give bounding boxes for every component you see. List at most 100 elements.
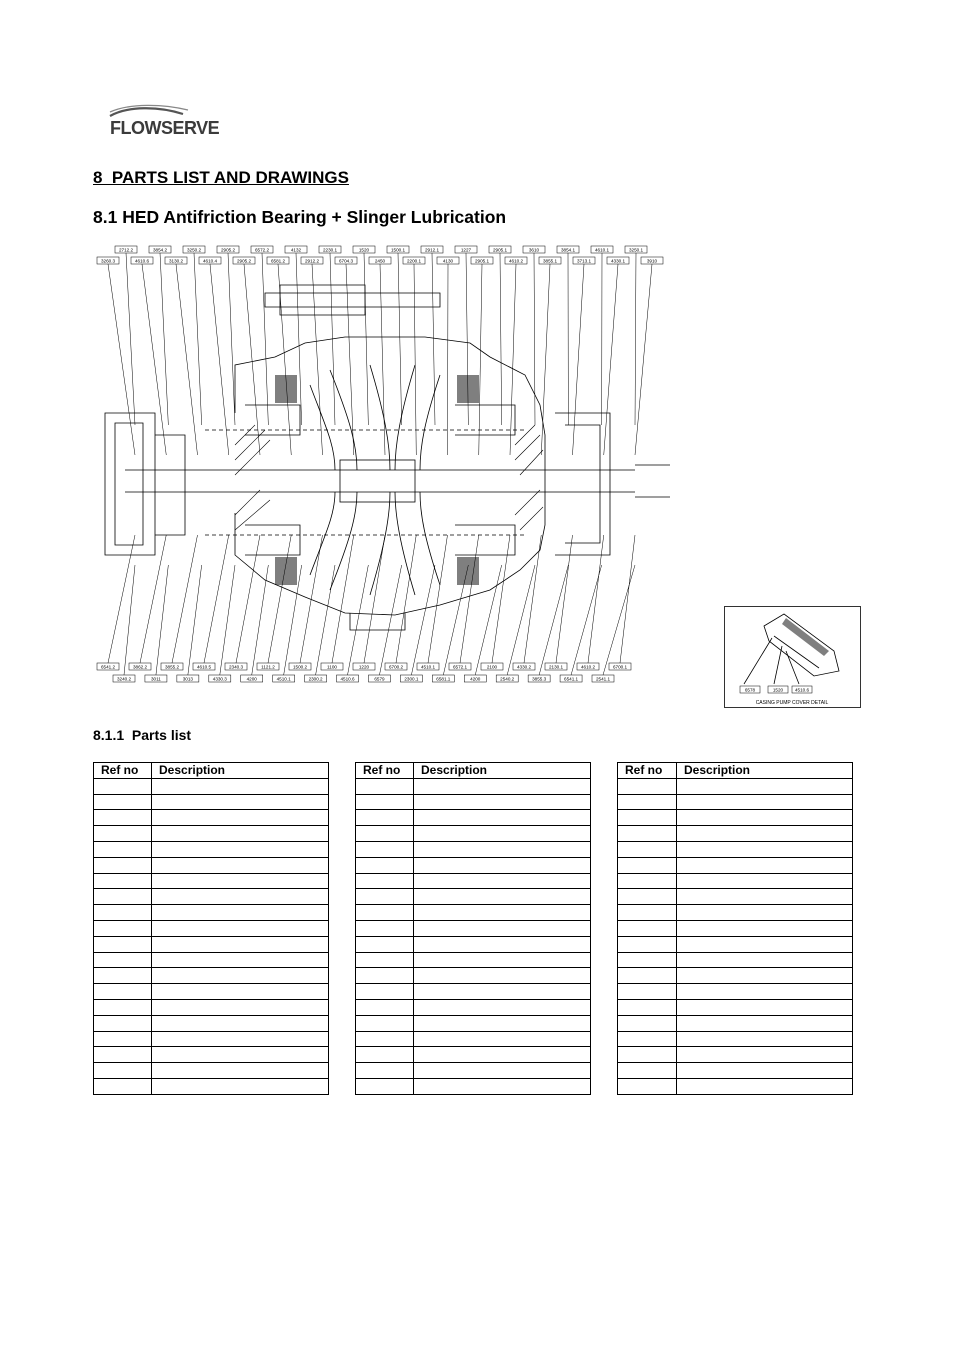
leader-line <box>533 252 536 426</box>
callout-label: 4330.2 <box>517 665 531 670</box>
description-cell <box>676 919 853 937</box>
ref-no-cell <box>355 983 414 1000</box>
table-row <box>93 1014 329 1032</box>
leader-line <box>509 263 517 456</box>
ref-no-cell <box>355 856 414 874</box>
description-cell <box>413 1046 591 1064</box>
table-row <box>355 777 591 795</box>
leader-line <box>347 564 369 676</box>
ref-no-cell <box>93 919 152 937</box>
callout-label: 6572.2 <box>255 248 269 253</box>
description-cell <box>413 856 591 874</box>
ref-no-cell <box>355 951 414 969</box>
description-cell <box>413 1030 591 1048</box>
callout-label: 2300.2 <box>309 677 323 682</box>
leader-line <box>315 564 336 676</box>
ref-no-cell <box>355 935 414 953</box>
callout-label: 2300.1 <box>404 677 418 682</box>
leader-line <box>555 534 573 664</box>
detail-callout-label: 1520 <box>773 688 784 693</box>
callout-label: 2130.1 <box>549 665 563 670</box>
callout-label: 4610.2 <box>581 665 595 670</box>
callout-label: 2905.2 <box>237 259 251 264</box>
callout-label: 3013 <box>183 677 194 682</box>
description-cell <box>676 872 853 890</box>
leader-line <box>602 564 636 676</box>
table-row <box>355 856 591 874</box>
callout-label: 1100 <box>327 665 337 670</box>
callout-label: 4330.1 <box>611 259 625 264</box>
callout-label: 3240.2 <box>117 677 131 682</box>
leader-line <box>261 252 269 426</box>
leader-line <box>587 534 604 664</box>
ref-no-cell <box>355 777 414 795</box>
table-row <box>93 935 329 953</box>
table-row <box>355 919 591 937</box>
leader-line <box>219 564 236 676</box>
callout-label: 2912.1 <box>425 248 439 253</box>
table-row <box>617 809 853 827</box>
leader-line <box>395 534 417 664</box>
ref-no-cell <box>93 1030 152 1048</box>
leader-line <box>295 252 302 426</box>
callout-label: 6541.1 <box>564 677 578 682</box>
description-cell <box>676 1030 853 1048</box>
ref-no-cell <box>355 1014 414 1032</box>
table-row <box>617 1077 853 1095</box>
leader-line <box>603 263 619 456</box>
table-row <box>93 840 329 858</box>
description-cell <box>413 967 591 985</box>
leader-line <box>431 252 436 426</box>
callout-label: 2450 <box>375 259 386 264</box>
description-cell <box>413 840 591 858</box>
table-row <box>93 825 329 842</box>
callout-label: 2200.1 <box>407 259 421 264</box>
leader-line <box>506 564 536 676</box>
callout-label: 3011 <box>151 677 161 682</box>
table-row <box>93 856 329 874</box>
table-row <box>355 872 591 890</box>
description-cell <box>676 967 853 985</box>
callout-label: 1220 <box>359 665 370 670</box>
callout-label: 3250.2 <box>187 248 201 253</box>
leader-line <box>634 263 653 456</box>
leader-line <box>397 252 402 426</box>
ref-no-cell <box>93 840 152 858</box>
leader-line <box>107 263 136 456</box>
ref-no-cell <box>617 998 677 1016</box>
callout-label: 4510.6 <box>341 677 355 682</box>
description-cell <box>151 1062 329 1079</box>
callout-label: 4610.5 <box>197 665 211 670</box>
leader-line <box>634 252 637 426</box>
callout-label: 4610.6 <box>135 259 149 264</box>
callout-label: 6700.1 <box>613 665 627 670</box>
leader-line <box>447 263 449 456</box>
ref-no-cell <box>617 1046 677 1064</box>
callout-label: 3910 <box>647 259 658 264</box>
leader-line <box>187 564 202 676</box>
leader-line <box>175 263 198 456</box>
table-row <box>617 983 853 1000</box>
leader-line <box>159 252 169 426</box>
table-row <box>617 856 853 874</box>
callout-label: 4510.1 <box>277 677 291 682</box>
description-cell <box>413 1062 591 1079</box>
ref-no-cell <box>355 904 414 921</box>
ref-no-cell <box>355 888 414 906</box>
ref-no-cell <box>355 1030 414 1048</box>
callout-label: 4200 <box>247 677 258 682</box>
leader-line <box>411 564 436 676</box>
leader-line <box>299 534 323 664</box>
callout-box <box>527 674 551 683</box>
ref-no-cell <box>617 809 677 827</box>
callout-label: 6572.1 <box>453 665 467 670</box>
callout-label: 1500.2 <box>293 665 307 670</box>
table-row <box>617 935 853 953</box>
leader-line <box>141 263 167 456</box>
description-cell <box>151 856 329 874</box>
callout-label: 4510.1 <box>421 665 435 670</box>
description-cell <box>413 951 591 969</box>
ref-no-cell <box>93 888 152 906</box>
